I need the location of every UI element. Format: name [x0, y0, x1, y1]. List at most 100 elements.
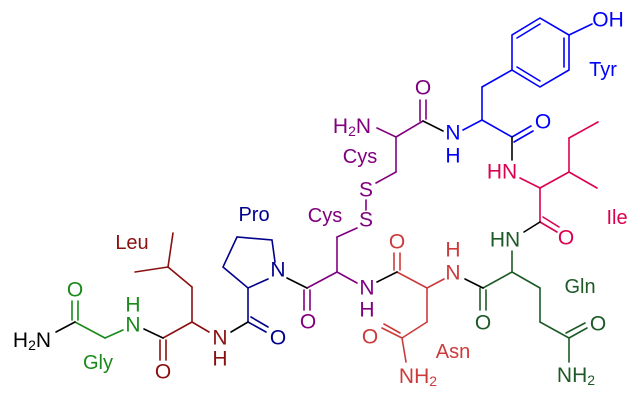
bond — [565, 322, 586, 334]
bond — [539, 221, 558, 233]
pro-bonds — [222, 236, 276, 333]
bond — [55, 321, 76, 333]
gly-bonds — [71, 300, 124, 339]
residue-label-tyr: Tyr — [589, 59, 617, 81]
bond — [401, 337, 407, 363]
bond — [568, 327, 588, 339]
bond — [462, 119, 483, 131]
residue-label-cys1: Cys — [343, 146, 377, 168]
bond — [464, 278, 484, 289]
bond — [336, 227, 358, 238]
bond — [422, 120, 444, 132]
bond — [542, 216, 560, 228]
residue-label-gln: Gln — [564, 276, 595, 298]
bond — [513, 130, 534, 143]
bond — [568, 171, 598, 189]
atom-o: O — [590, 313, 606, 336]
pyrrolidine-ring — [222, 236, 276, 289]
residue-label-leu: Leu — [115, 232, 148, 254]
atom-o: O — [389, 231, 405, 254]
bond — [376, 127, 397, 138]
atom-o: O — [362, 326, 378, 349]
atom-hn: HN — [487, 161, 517, 184]
cys2-bonds — [303, 227, 358, 311]
bond — [286, 277, 308, 289]
bond — [376, 271, 398, 283]
bond — [395, 120, 424, 138]
bond — [568, 23, 593, 36]
atom-h: H — [125, 294, 140, 317]
bond — [375, 171, 397, 184]
bond — [481, 119, 513, 138]
bond — [250, 316, 269, 328]
bond — [481, 69, 513, 88]
atom-o: O — [270, 327, 286, 350]
atom-s: S — [359, 209, 373, 232]
bond — [247, 321, 267, 333]
atom-o: O — [535, 111, 551, 134]
atom-h: H — [359, 299, 374, 322]
bond — [74, 321, 106, 339]
leu-bonds — [134, 232, 210, 361]
residue-label-ile: Ile — [606, 207, 627, 229]
atom-o: O — [475, 312, 491, 335]
atom-o: O — [558, 227, 574, 250]
benzene-ring — [511, 17, 570, 88]
bond — [401, 321, 428, 339]
bond — [381, 327, 403, 339]
gln-bonds — [479, 250, 588, 363]
bond — [104, 329, 124, 339]
atom-n: N — [445, 262, 460, 285]
bond — [523, 221, 541, 233]
cys1-bonds — [365, 99, 427, 211]
atom-o: O — [67, 279, 83, 302]
bond — [516, 23, 541, 39]
bond — [306, 271, 338, 289]
cys1-amine-label: H2N — [333, 115, 371, 140]
atom-n: N — [445, 122, 460, 145]
residue-label-asn: Asn — [436, 341, 470, 363]
bond — [191, 321, 210, 333]
ile-bonds — [519, 121, 599, 233]
residue-label-cys2: Cys — [308, 205, 342, 227]
bond — [167, 266, 193, 288]
atom-h: H — [445, 239, 460, 262]
atom-s: S — [359, 179, 373, 202]
atom-h: H — [445, 145, 460, 168]
bond — [426, 278, 445, 289]
atom-n: N — [212, 327, 227, 350]
bond — [167, 232, 174, 268]
bond — [539, 321, 570, 339]
residue-label-pro: Pro — [238, 204, 269, 226]
bond — [162, 321, 193, 339]
bond — [230, 321, 249, 333]
gln-amide-nh2-label: NH2 — [557, 364, 595, 389]
bond — [336, 271, 358, 284]
bond — [143, 328, 164, 339]
bond — [516, 66, 541, 82]
hydroxyl-label: OH — [592, 9, 624, 32]
atom-hn: HN — [490, 229, 520, 252]
bond — [519, 177, 541, 189]
tyr-bonds — [462, 17, 593, 143]
bond — [568, 121, 599, 139]
residue-label-gly: Gly — [83, 352, 113, 374]
bond — [134, 266, 169, 273]
atom-o: O — [300, 311, 316, 334]
asn-bonds — [381, 252, 445, 363]
atom-o: O — [415, 77, 431, 100]
atom-n: N — [125, 314, 140, 337]
bond — [511, 271, 541, 289]
bond — [396, 271, 428, 289]
bond — [511, 125, 532, 138]
atom-h: H — [212, 348, 227, 371]
atom-n: N — [359, 277, 374, 300]
bond — [539, 171, 570, 189]
bond — [482, 271, 513, 289]
asn-amide-nh2-label: NH2 — [399, 365, 437, 390]
terminal-amine-label: H2N — [13, 329, 51, 354]
atom-n: N — [270, 259, 285, 282]
bond — [383, 323, 401, 334]
atom-o: O — [155, 361, 171, 384]
